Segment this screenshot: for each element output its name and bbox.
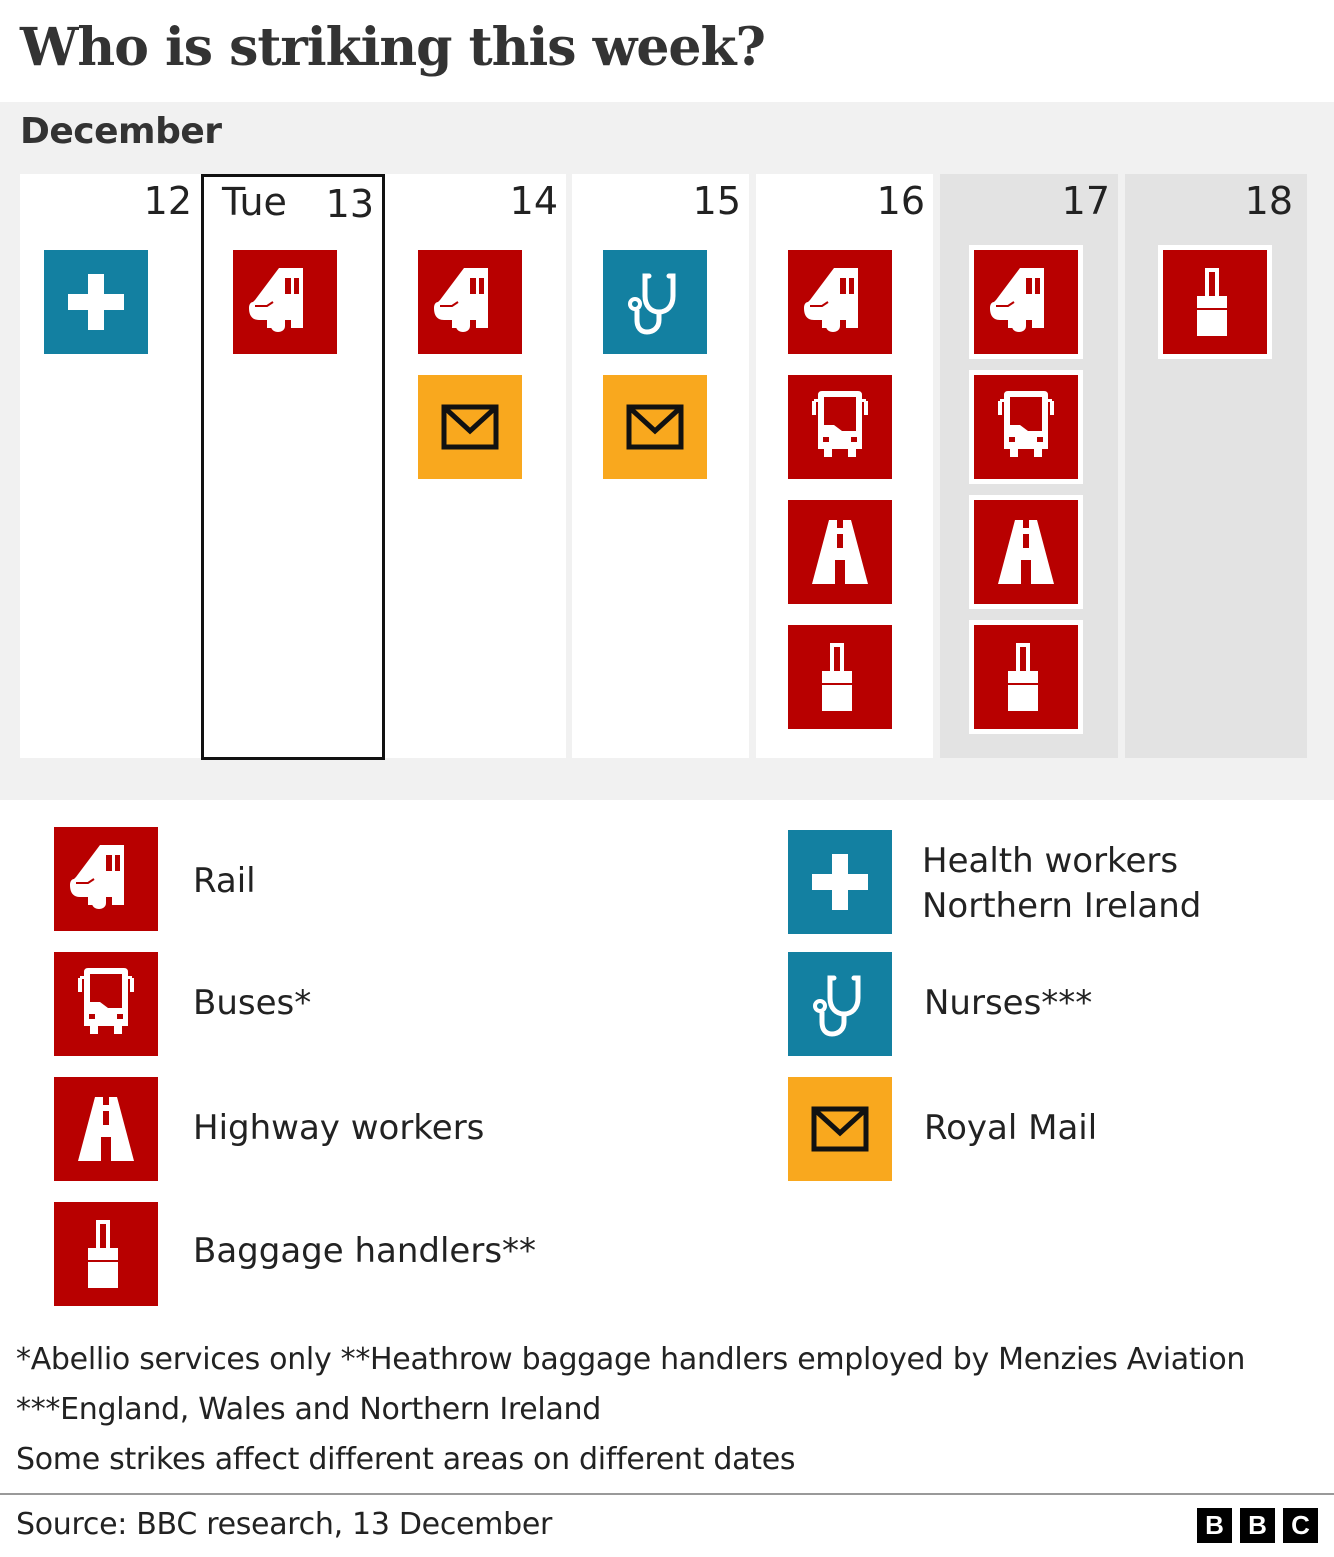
day-date: 16 [876,179,925,223]
day-column-15: 15 [572,174,749,758]
road-icon [788,500,892,604]
month-label: December [20,111,222,152]
legend-label-nurses: Nurses*** [924,983,1093,1023]
bbc-logo: B B C [1197,1508,1318,1543]
day-date: 14 [509,179,558,223]
legend-medical-cross-icon [788,830,892,934]
day-date: 15 [692,179,741,223]
footnote-3: Some strikes affect different areas on d… [16,1442,796,1477]
train-icon [418,250,522,354]
day-column-12: 12 [20,174,204,758]
day-column-16: 16 [756,174,933,758]
legend-road-icon [54,1077,158,1181]
luggage-icon [788,625,892,729]
bus-icon [788,375,892,479]
bbc-logo-letter: B [1240,1508,1275,1543]
chart-title: Who is striking this week? [20,17,766,78]
envelope-icon [418,375,522,479]
bus-icon [969,370,1083,484]
train-icon [969,245,1083,359]
day-column-13-today: Tue 13 [201,174,385,760]
day-date: 18 [1244,179,1293,223]
legend-label-buses: Buses* [193,983,312,1023]
bbc-logo-letter: C [1283,1508,1318,1543]
medical-cross-icon [44,250,148,354]
legend-envelope-icon [788,1077,892,1181]
divider [0,1493,1334,1495]
train-icon [788,250,892,354]
train-icon [233,250,337,354]
day-date: 12 [143,179,192,223]
envelope-icon [603,375,707,479]
legend-label-rail: Rail [193,861,256,901]
source-text: Source: BBC research, 13 December [16,1507,553,1542]
legend-luggage-icon [54,1202,158,1306]
luggage-icon [969,620,1083,734]
legend-label-health-line1: Health workers [922,841,1179,881]
road-icon [969,495,1083,609]
footnote-1: *Abellio services only **Heathrow baggag… [16,1342,1246,1377]
legend-train-icon [54,827,158,931]
legend-label-baggage: Baggage handlers** [193,1231,537,1271]
day-column-18: 18 [1125,174,1307,758]
legend-stethoscope-icon [788,952,892,1056]
legend-label-royal-mail: Royal Mail [924,1108,1098,1148]
day-column-17: 17 [940,174,1118,758]
legend-bus-icon [54,952,158,1056]
day-name: Tue [222,180,287,224]
day-date: 17 [1061,179,1110,223]
luggage-icon [1158,245,1272,359]
bbc-logo-letter: B [1197,1508,1232,1543]
stethoscope-icon [603,250,707,354]
legend-label-health-line2: Northern Ireland [922,886,1202,926]
legend-label-highway: Highway workers [193,1108,485,1148]
day-date: 13 [325,182,374,226]
footnote-2: ***England, Wales and Northern Ireland [16,1392,601,1427]
day-column-14: 14 [384,174,566,758]
